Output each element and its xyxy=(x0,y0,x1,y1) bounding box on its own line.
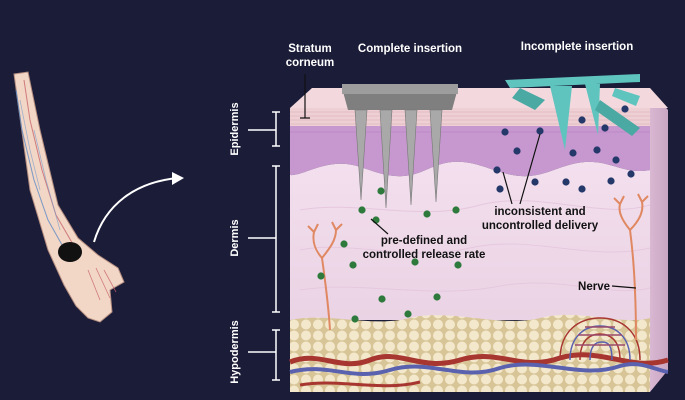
stratum-corneum-label-2: corneum xyxy=(286,57,335,69)
pointer-lines xyxy=(300,74,637,289)
blue-particles xyxy=(493,105,635,193)
nerve-right xyxy=(613,193,649,341)
incomplete-insertion-label: Incomplete insertion xyxy=(521,41,633,53)
inconsistent-label-1: inconsistent and xyxy=(494,206,585,218)
nerve-left xyxy=(307,221,343,331)
skin-block xyxy=(289,88,669,392)
predefined-label-1: pre-defined and xyxy=(381,235,467,247)
green-particles xyxy=(317,187,462,323)
incomplete-insertion-patch xyxy=(505,74,640,150)
stratum-corneum-label-1: Stratum xyxy=(288,43,331,55)
complete-insertion-label: Complete insertion xyxy=(358,43,462,55)
predefined-label-2: controlled release rate xyxy=(363,249,486,261)
layer-brackets xyxy=(248,111,280,381)
inconsistent-label-2: uncontrolled delivery xyxy=(482,220,599,232)
arm-illustration xyxy=(13,71,184,323)
nerve-label: Nerve xyxy=(578,281,610,293)
epidermis-label: Epidermis xyxy=(229,102,241,155)
complete-insertion-patch xyxy=(342,84,458,209)
dermis-label: Dermis xyxy=(229,219,241,256)
hypodermis-label: Hypodermis xyxy=(229,320,241,384)
